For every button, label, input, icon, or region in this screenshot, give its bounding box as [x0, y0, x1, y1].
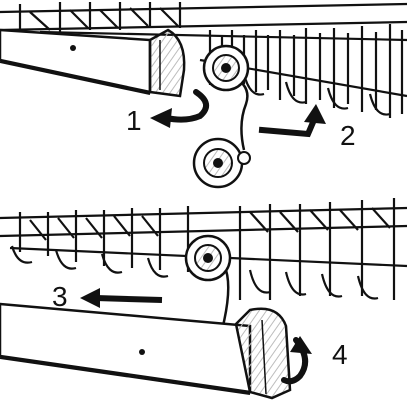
step-label-2: 2 [340, 120, 356, 151]
upper-roller [202, 44, 250, 92]
arrow-slide-rail [80, 288, 163, 308]
top-rail [0, 28, 152, 95]
bottom-panel: 3 4 [0, 198, 407, 400]
bottom-rail [0, 302, 252, 395]
lower-roller [192, 137, 251, 189]
arrow-rotate-cap-back [281, 336, 312, 385]
bottom-end-cap [234, 307, 292, 400]
bottom-roller-assembly [184, 234, 232, 331]
top-end-cap [148, 28, 186, 98]
step-label-4: 4 [332, 339, 348, 370]
bottom-roller [184, 234, 232, 282]
arrow-rotate-cap [150, 89, 209, 128]
top-wire-rack [0, 2, 407, 118]
arrow-lift-roller [258, 104, 326, 138]
rail-screw-hole [70, 45, 76, 51]
step-label-3: 3 [52, 281, 68, 312]
step-label-1: 1 [126, 105, 142, 136]
top-roller-assembly [192, 44, 251, 189]
top-panel: 1 2 [0, 2, 407, 189]
rail-screw-hole [139, 349, 145, 355]
